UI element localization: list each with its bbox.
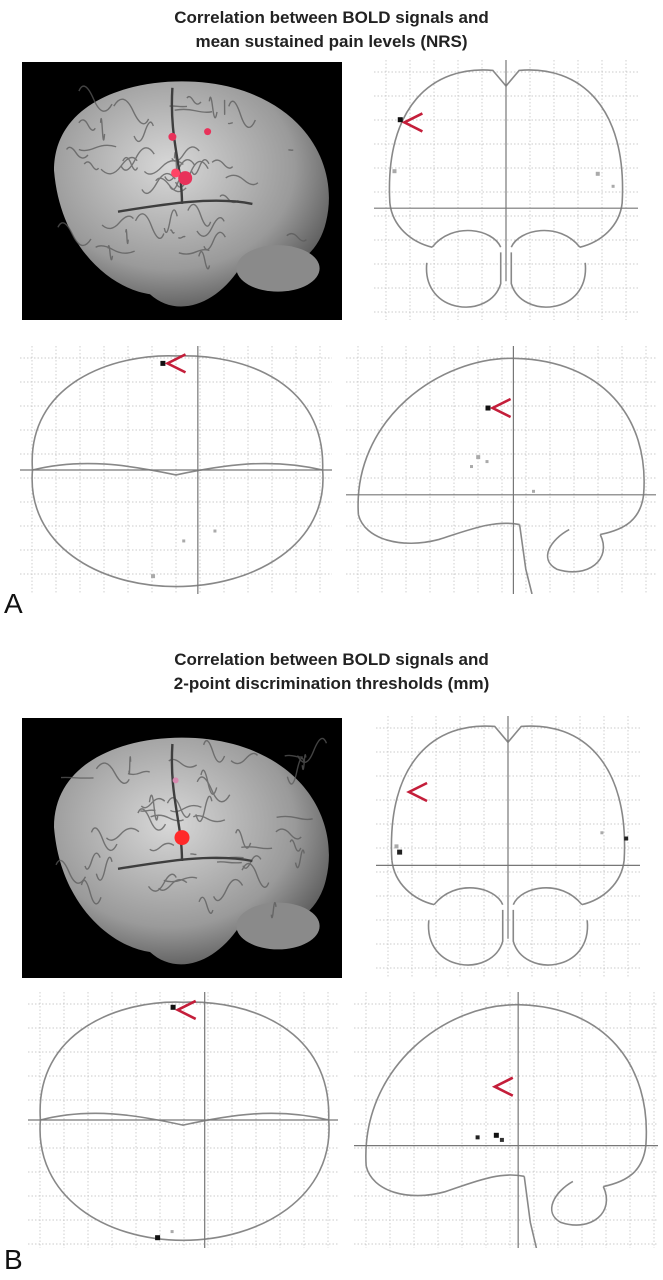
sylvian-fissure — [117, 199, 253, 213]
axial-outline-bottom — [39, 1119, 330, 1242]
panel-b-label: B — [4, 1244, 23, 1275]
temporal-outline — [433, 887, 583, 906]
cerebellum-left — [427, 909, 504, 966]
temporal-outline — [431, 229, 581, 248]
central-sulcus — [170, 743, 184, 862]
glass-brain-sagittal-icon — [346, 346, 656, 594]
sagittal-outline — [357, 357, 645, 536]
glass-brain-coronal-icon — [374, 60, 638, 320]
sagittal-outline — [365, 1003, 648, 1188]
panel-a-title: Correlation between BOLD signals and mea… — [0, 6, 663, 54]
sylvian-fissure — [117, 856, 253, 870]
activation-blob — [171, 168, 181, 178]
grid-lines — [28, 992, 338, 1248]
arrow-marker-icon — [164, 353, 187, 374]
brain-render-icon — [22, 718, 342, 978]
activation-blob — [172, 777, 179, 784]
arrow-marker-icon — [489, 397, 512, 419]
cerebellum-right — [512, 909, 589, 966]
panel-b-title-line-2: 2-point discrimination thresholds (mm) — [173, 674, 490, 693]
activation-voxel — [595, 171, 600, 176]
activation-voxel — [155, 1235, 161, 1241]
central-sulcus — [170, 87, 184, 204]
activation-voxel — [499, 1137, 504, 1142]
activation-voxel — [392, 169, 397, 174]
brainstem — [523, 1176, 538, 1248]
axial-midline-curve — [32, 462, 323, 476]
activation-voxel — [532, 489, 535, 493]
activation-voxel — [213, 529, 217, 533]
activation-voxel — [600, 831, 604, 835]
activation-voxel — [475, 1135, 480, 1140]
activation-voxel — [182, 539, 186, 543]
grid-lines — [354, 992, 658, 1248]
arrow-marker-icon — [174, 999, 197, 1021]
brainstem — [518, 524, 533, 594]
activation-voxel — [470, 465, 473, 469]
panel-a-title-line-1: Correlation between BOLD signals and — [174, 8, 489, 27]
panel-a-label: A — [4, 588, 23, 619]
activation-voxel — [611, 184, 615, 188]
cerebellum-left — [425, 252, 502, 308]
panel-b-title-line-1: Correlation between BOLD signals and — [174, 650, 489, 669]
glass-brain-axial-icon — [20, 346, 332, 594]
activation-voxel — [624, 836, 629, 841]
figure-panel-b: Correlation between BOLD signals and 2-p… — [0, 640, 663, 1280]
cerebellum — [236, 902, 320, 950]
arrow-marker-icon — [401, 112, 423, 133]
activation-voxel — [476, 455, 481, 460]
activation-blob — [178, 171, 193, 186]
cerebellum-right — [510, 252, 587, 308]
activation-voxel — [160, 360, 166, 366]
grid-lines — [346, 346, 656, 594]
cerebellum — [546, 528, 605, 573]
panel-a-title-line-2: mean sustained pain levels (NRS) — [195, 32, 468, 51]
axial-outline-bottom — [31, 469, 324, 588]
activation-voxel — [394, 844, 399, 849]
activation-voxel — [493, 1132, 499, 1138]
activation-blob — [174, 830, 190, 846]
cerebellum — [236, 245, 320, 292]
gyri — [55, 737, 328, 919]
activation-voxel — [397, 117, 403, 123]
temporal-lobe — [365, 1165, 525, 1197]
glass-brain-sagittal-icon — [354, 992, 658, 1248]
arrow-marker-icon — [491, 1076, 514, 1097]
cerebrum-outline-left — [389, 202, 433, 248]
glass-brain-coronal-icon — [376, 716, 640, 978]
cerebrum-outline — [388, 69, 624, 248]
axial-outline-top — [39, 1001, 330, 1121]
activation-voxel — [170, 1004, 176, 1010]
activation-voxel — [397, 849, 403, 855]
brain-render-icon — [22, 62, 342, 320]
panel-b-title: Correlation between BOLD signals and 2-p… — [0, 648, 663, 696]
glass-brain-axial-icon — [28, 992, 338, 1248]
temporal-lobe — [357, 514, 520, 545]
figure-panel-a: Correlation between BOLD signals and mea… — [0, 6, 663, 619]
activation-voxel — [151, 574, 156, 579]
activation-blob — [204, 128, 212, 136]
activation-voxel — [170, 1230, 174, 1234]
axial-outline-top — [31, 355, 324, 471]
cerebellum — [550, 1180, 608, 1226]
activation-blob — [168, 132, 177, 141]
activation-voxel — [485, 405, 491, 411]
activation-voxel — [485, 460, 489, 464]
cerebrum-outline — [390, 725, 626, 906]
axial-midline-curve — [40, 1112, 329, 1126]
arrow-marker-icon — [406, 781, 428, 803]
cerebrum-outline-left — [391, 860, 435, 906]
